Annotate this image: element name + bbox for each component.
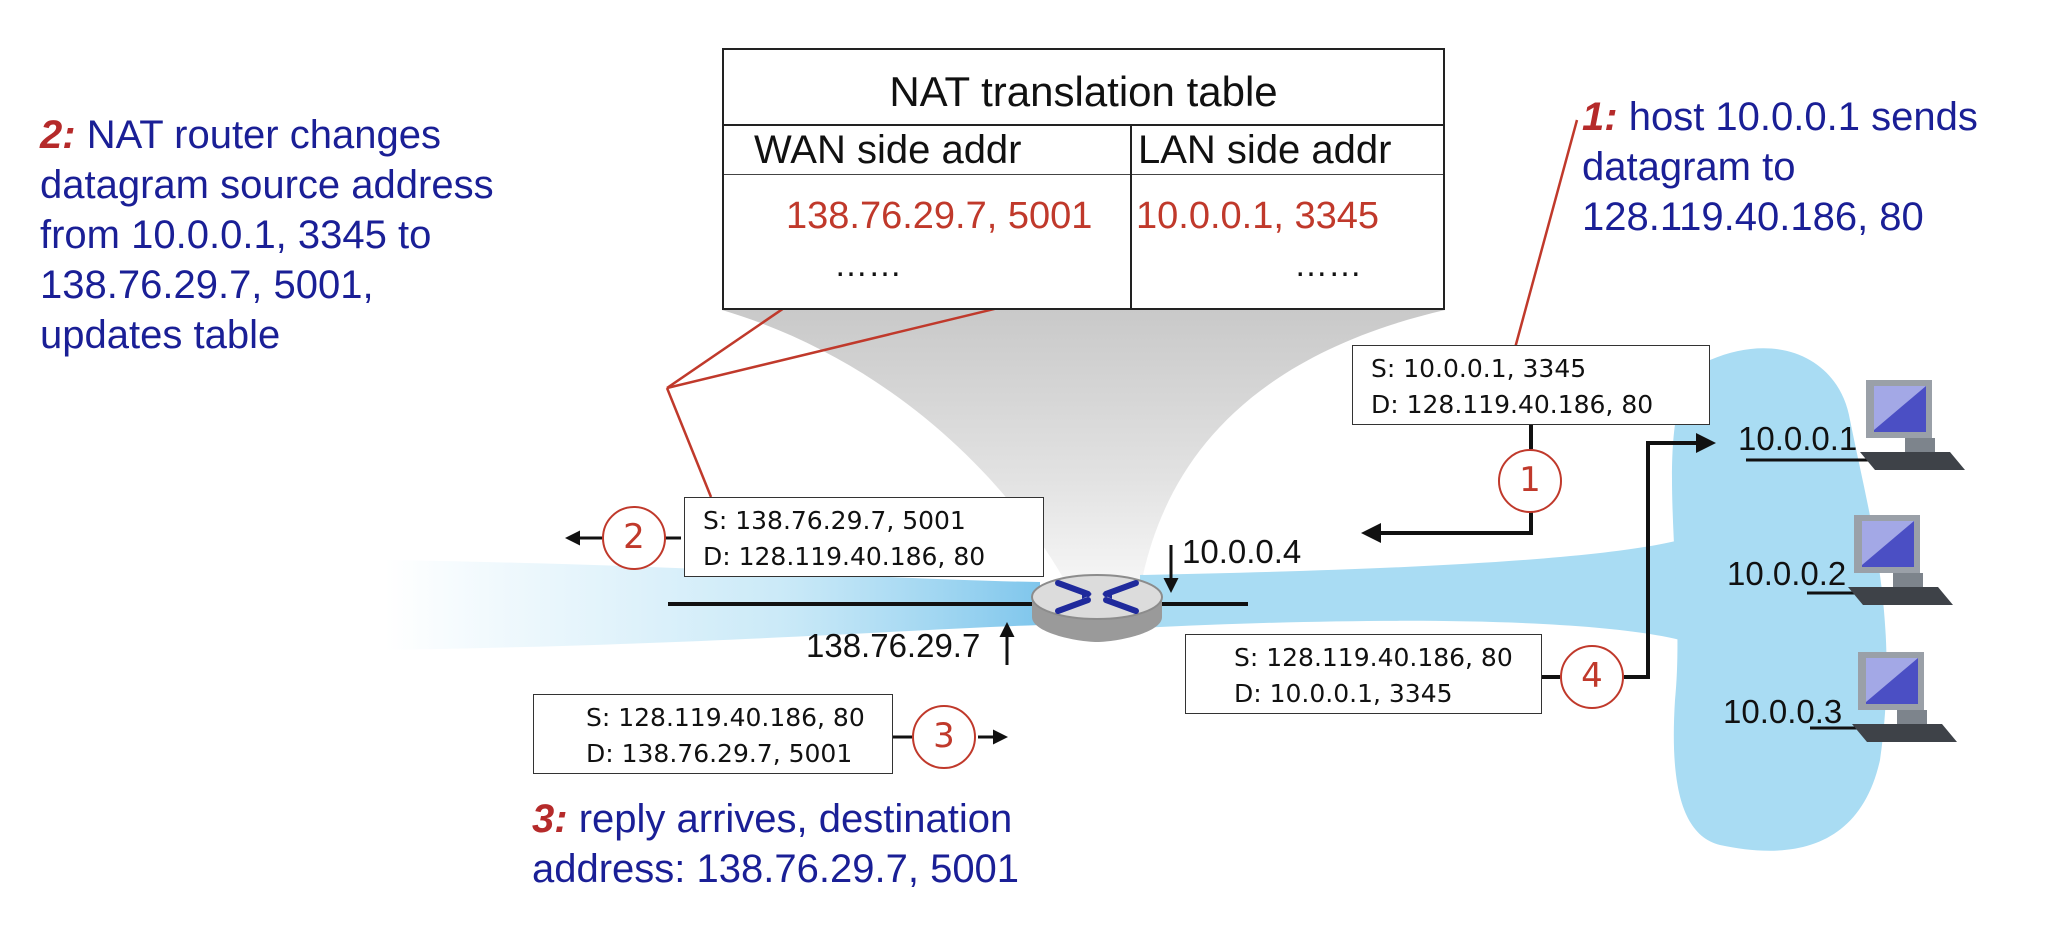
note-step-2-line: 138.76.29.7, 5001, (40, 263, 374, 307)
note-step-2-line: updates table (40, 313, 281, 357)
note-step-3: 3: reply arrives, destination address: 1… (532, 794, 1019, 894)
packet-4-dest: D: 10.0.0.1, 3345 (1234, 679, 1453, 708)
note-step-3-line: address: 138.76.29.7, 5001 (532, 847, 1020, 891)
packet-box-3: S: 128.119.40.186, 80 D: 138.76.29.7, 50… (533, 694, 893, 774)
computer-icon-host1 (1860, 380, 1965, 470)
router-lan-address: 10.0.0.4 (1182, 533, 1302, 570)
col-header-lan: LAN side addr (1138, 128, 1392, 172)
note-step-2: 2: NAT router changes datagram source ad… (40, 110, 494, 360)
note-step-2-line: datagram source address (40, 163, 494, 207)
col-header-wan: WAN side addr (754, 128, 1022, 172)
packet-2-dest: D: 128.119.40.186, 80 (703, 542, 986, 571)
cell-wan-ellipsis: …… (834, 246, 902, 284)
step-circle-3: 3 (912, 705, 976, 769)
cell-wan-addr: 138.76.29.7, 5001 (786, 195, 1093, 237)
router-wan-address: 138.76.29.7 (806, 627, 981, 664)
host-2-address: 10.0.0.2 (1727, 555, 1847, 592)
note-step-2-line: NAT router changes (86, 113, 441, 157)
computer-icon-host2 (1848, 515, 1953, 605)
host-1-address: 10.0.0.1 (1738, 420, 1858, 457)
cell-lan-addr: 10.0.0.1, 3345 (1136, 195, 1379, 237)
packet-4-source: S: 128.119.40.186, 80 (1234, 643, 1513, 672)
packet-2-source: S: 138.76.29.7, 5001 (703, 506, 966, 535)
computer-icon-host3 (1852, 652, 1957, 742)
table-divider-v (1130, 124, 1132, 308)
funnel (722, 310, 1445, 590)
nat-translation-table: NAT translation table WAN side addr LAN … (722, 48, 1445, 310)
lan-cloud (1671, 348, 1887, 851)
step-circle-1: 1 (1498, 449, 1562, 513)
packet-box-1: S: 10.0.0.1, 3345 D: 128.119.40.186, 80 (1352, 345, 1710, 425)
table-divider-h2 (724, 174, 1443, 175)
note-step-3-line: reply arrives, destination (578, 797, 1013, 841)
table-divider-h (724, 124, 1443, 126)
nat-table-title: NAT translation table (889, 68, 1278, 115)
step-circle-2: 2 (602, 506, 666, 570)
packet-1-source: S: 10.0.0.1, 3345 (1371, 354, 1587, 383)
cell-lan-ellipsis: …… (1294, 246, 1362, 284)
packet-3-source: S: 128.119.40.186, 80 (586, 703, 865, 732)
host-3-address: 10.0.0.3 (1723, 693, 1843, 730)
note-step-2-number: 2: (40, 113, 76, 157)
note-step-1-line: host 10.0.0.1 sends (1628, 95, 1978, 139)
note-step-1: 1: host 10.0.0.1 sends datagram to 128.1… (1582, 92, 1978, 242)
note-step-2-line: from 10.0.0.1, 3345 to (40, 213, 432, 257)
router-shape (1031, 574, 1163, 642)
packet-box-2: S: 138.76.29.7, 5001 D: 128.119.40.186, … (684, 497, 1044, 577)
note-step-1-line: datagram to (1582, 145, 1796, 189)
packet-box-4: S: 128.119.40.186, 80 D: 10.0.0.1, 3345 (1185, 634, 1542, 714)
note-step-3-number: 3: (532, 797, 568, 841)
note-step-1-number: 1: (1582, 95, 1618, 139)
lan-stream (1140, 540, 1680, 640)
note-step-1-line: 128.119.40.186, 80 (1582, 195, 1924, 239)
packet-3-dest: D: 138.76.29.7, 5001 (586, 739, 853, 768)
step-circle-4: 4 (1560, 645, 1624, 709)
packet-1-dest: D: 128.119.40.186, 80 (1371, 390, 1654, 419)
